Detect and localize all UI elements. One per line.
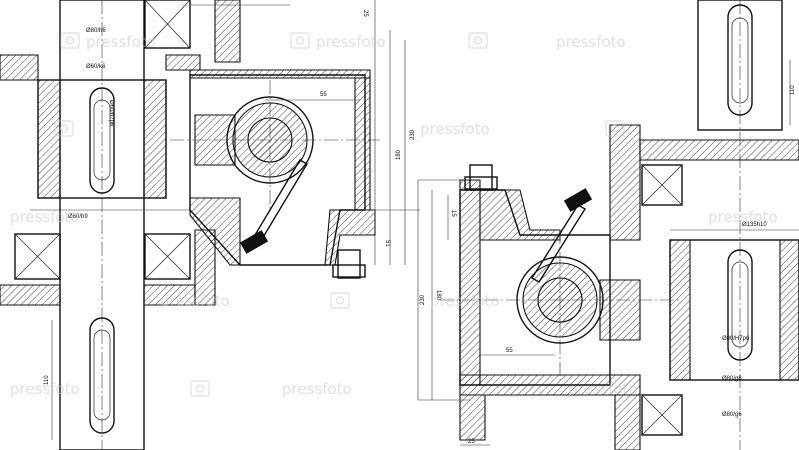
watermark-text-11: pressfoto [568,380,638,398]
right-shaft-label-4: Ø80/g6 [722,412,742,418]
watermark-text-3: pressfoto [556,33,626,51]
watermark-text-2: pressfoto [316,33,386,51]
right-shaft-outline [697,0,783,131]
left-shaft-outline [59,0,145,450]
watermark-text-10: pressfoto [282,380,352,398]
watermark-text-4: pressfoto [420,120,490,138]
right-dim-230: 230 [420,294,426,305]
watermark-text-9: pressfoto [10,380,80,398]
right-dim-110: 110 [790,85,796,95]
right-shaft-label-3: Ø80/g6 [722,376,742,382]
left-shaft-label-2: Ø60/k6 [86,64,106,70]
left-dim-55: 55 [320,92,327,98]
left-gearbox-view [0,0,420,450]
right-dim-15: 15 [450,210,456,217]
right-dim-55: 55 [506,348,513,354]
right-dim-180: 180 [435,290,441,301]
watermark-text-1: pressfoto [86,33,156,51]
watermark-text-7: pressfoto [160,292,230,310]
left-shaft-label-4: Ø60/h9 [68,214,88,220]
watermark-text-5: pressfoto [10,208,80,226]
watermark-text-6: pressfoto [708,208,778,226]
left-dim-180: 180 [396,149,402,160]
left-dim-230: 230 [410,129,416,140]
watermark-layer: pressfoto pressfoto pressfoto pressfoto … [10,32,778,398]
right-gearbox-view [417,0,799,450]
watermark-text-8: pressfoto [430,292,500,310]
right-shaft-label-1: Ø135h10 [742,222,767,228]
left-shaft-label-1: Ø80/h6 [86,28,106,34]
right-dim-25: 25 [468,439,475,445]
left-shaft-label-3: Ø60/h7p6 [108,100,114,127]
right-shaft-label-2: Ø80/H7p6 [722,336,750,342]
left-dim-110: 110 [44,375,50,385]
left-dim-25: 25 [362,10,368,17]
left-dim-51: 51 [384,240,390,247]
